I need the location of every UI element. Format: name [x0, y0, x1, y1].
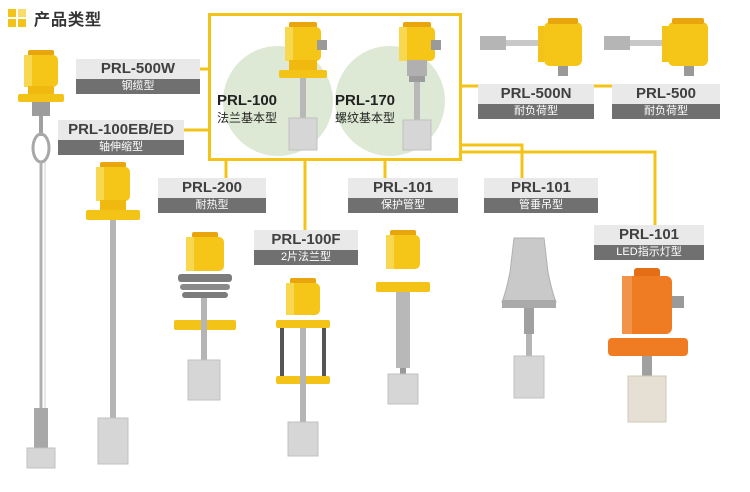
product-image-prl-100f: [276, 278, 330, 457]
model-name: PRL-170: [335, 92, 396, 109]
model-desc: 耐负荷型: [612, 104, 720, 119]
label-prl-500w: PRL-500W 钢缆型: [76, 59, 200, 94]
label-prl-500: PRL-500 耐负荷型: [612, 84, 720, 119]
featured-label-prl-100: PRL-100 法兰基本型: [217, 92, 277, 126]
model-name: PRL-100: [217, 92, 278, 109]
model-desc: 轴伸缩型: [58, 140, 184, 155]
model-desc: 螺纹基本型: [335, 111, 396, 125]
model-name: PRL-101: [484, 178, 598, 198]
product-image-prl-500: [604, 18, 708, 76]
featured-label-prl-170: PRL-170 螺纹基本型: [335, 92, 395, 126]
model-name: PRL-101: [594, 225, 704, 245]
product-image-prl-170: [399, 22, 441, 151]
product-image-prl-200: [174, 232, 236, 401]
product-image-prl-101-hanging: [501, 237, 557, 399]
section-header: 产品类型: [8, 6, 102, 30]
product-image-prl-500n: [480, 18, 582, 76]
section-title: 产品类型: [34, 12, 103, 29]
product-image-prl-100: [279, 22, 327, 151]
featured-basic-types: PRL-100 法兰基本型 PRL-170 螺纹基本型: [208, 13, 462, 161]
label-prl-200: PRL-200 耐热型: [158, 178, 266, 213]
product-image-prl-101-led: [608, 268, 688, 423]
model-desc: 钢缆型: [76, 79, 200, 94]
model-desc: LED指示灯型: [594, 245, 704, 260]
model-desc: 保护管型: [348, 198, 458, 213]
label-prl-100f: PRL-100F 2片法兰型: [254, 230, 358, 265]
product-image-prl-101-tube: [376, 230, 430, 405]
model-name: PRL-100F: [254, 230, 358, 250]
label-prl-100eb: PRL-100EB/ED 轴伸缩型: [58, 120, 184, 155]
label-prl-500n: PRL-500N 耐负荷型: [478, 84, 594, 119]
model-name: PRL-200: [158, 178, 266, 198]
product-image-prl-500w: [18, 50, 64, 469]
label-prl-101-tube: PRL-101 保护管型: [348, 178, 458, 213]
label-prl-101-led: PRL-101 LED指示灯型: [594, 225, 704, 260]
model-desc: 耐热型: [158, 198, 266, 213]
model-desc: 耐负荷型: [478, 104, 594, 119]
model-name: PRL-500N: [478, 84, 594, 104]
model-name: PRL-500W: [76, 59, 200, 79]
label-prl-101-hanging: PRL-101 管垂吊型: [484, 178, 598, 213]
model-desc: 法兰基本型: [217, 111, 278, 125]
grid-icon: [8, 9, 26, 27]
model-name: PRL-100EB/ED: [58, 120, 184, 140]
model-name: PRL-101: [348, 178, 458, 198]
model-name: PRL-500: [612, 84, 720, 104]
model-desc: 2片法兰型: [254, 250, 358, 265]
product-image-prl-100eb: [86, 162, 140, 465]
model-desc: 管垂吊型: [484, 198, 598, 213]
